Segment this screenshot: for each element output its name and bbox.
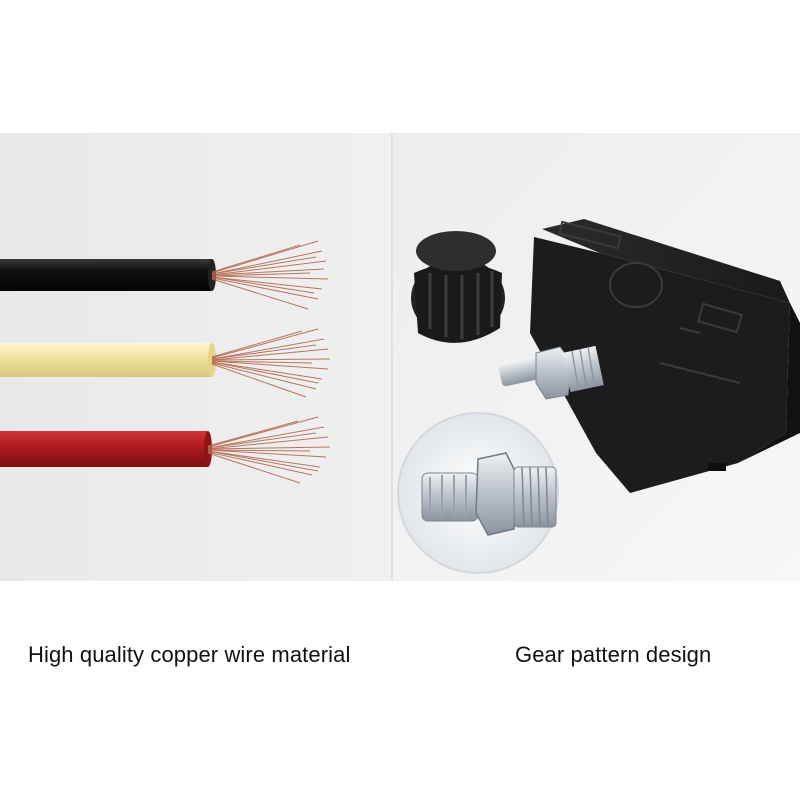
zoom-detail-circle — [397, 412, 559, 574]
yellow-cable — [0, 328, 331, 398]
black-knob-cap — [411, 231, 505, 343]
red-cable — [0, 416, 331, 484]
terminal-block — [530, 219, 800, 493]
product-photo-strip — [0, 133, 800, 581]
screw-shaft — [498, 345, 604, 400]
caption-gear-pattern: Gear pattern design — [515, 642, 712, 667]
caption-copper-wire: High quality copper wire material — [28, 642, 351, 667]
black-cable — [0, 240, 329, 310]
